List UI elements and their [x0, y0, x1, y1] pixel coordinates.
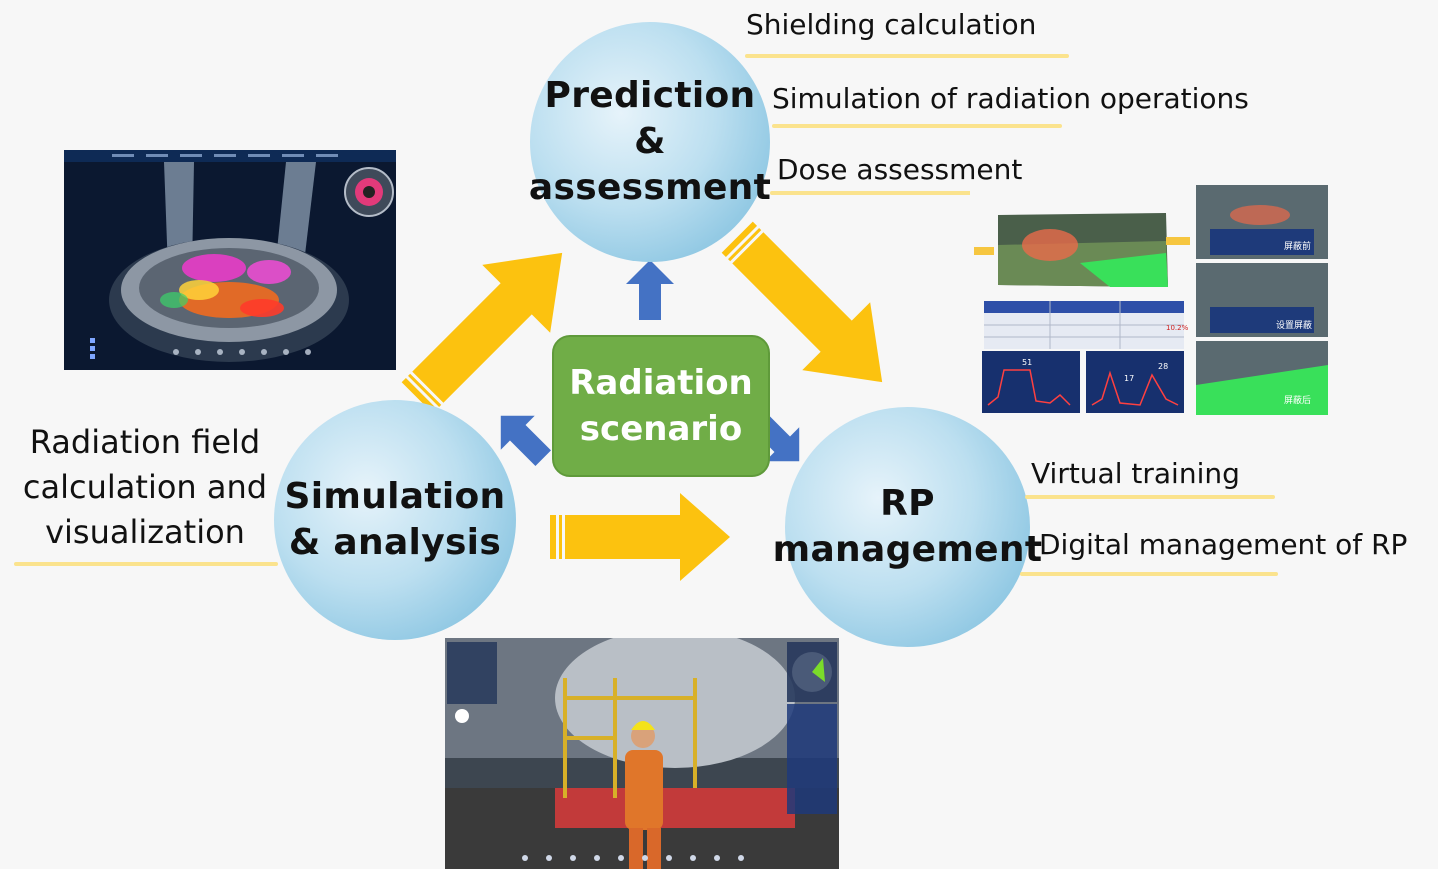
chart-value-3: 28 — [1158, 362, 1168, 371]
blue-arrow-up — [626, 260, 674, 320]
underline-simulation-ops — [772, 124, 1062, 128]
label-simulation-radiation-ops: Simulation of radiation operations — [772, 82, 1249, 115]
simulation-title: Simulation & analysis — [284, 476, 506, 563]
simulation-analysis-node: Simulation & analysis — [274, 400, 516, 640]
rp-management-node: RP management — [773, 407, 1042, 647]
arrow-sim-to-mgmt — [550, 493, 730, 581]
reactor-3d-screenshot — [64, 150, 396, 370]
label-digital-management: Digital management of RP — [1039, 528, 1408, 561]
underline-virtual-training — [1025, 495, 1275, 499]
label-dose-assessment: Dose assessment — [777, 153, 1023, 186]
radiation-scenario-box: Radiation scenario — [552, 335, 770, 477]
prediction-assessment-node: Prediction & assessment — [528, 22, 772, 262]
arrow-pred-to-mgmt — [721, 221, 883, 383]
label-after-shielding: 屏蔽后 — [1284, 394, 1311, 406]
prediction-title: Prediction & assessment — [528, 75, 772, 208]
management-title: RP management — [772, 483, 1043, 570]
reduction-label: 10.2% — [1166, 324, 1189, 332]
underline-dose — [770, 191, 1058, 195]
virtual-worker-screenshot — [445, 638, 839, 869]
shielding-comparison-graphic: 10.2% 51 17 28 屏蔽前 设置屏蔽 屏蔽后 — [974, 185, 1328, 415]
shielding-comparison-screenshot: 10.2% 51 17 28 屏蔽前 设置屏蔽 屏蔽后 — [970, 185, 1330, 417]
underline-radiation-field — [14, 562, 278, 566]
label-shielding-calculation: Shielding calculation — [746, 8, 1037, 41]
underline-shielding — [745, 54, 1069, 58]
blue-arrow-left — [500, 415, 551, 466]
radiation-scenario-title: Radiation scenario — [569, 363, 753, 449]
chart-value-1: 51 — [1022, 358, 1032, 367]
label-set-shielding: 设置屏蔽 — [1276, 319, 1312, 331]
underline-digital-management — [1020, 572, 1278, 576]
label-before-shielding: 屏蔽前 — [1284, 240, 1311, 252]
virtual-worker-icon — [445, 638, 839, 869]
chart-value-2: 17 — [1124, 374, 1134, 383]
label-virtual-training: Virtual training — [1031, 457, 1240, 490]
reactor-3d-icon — [64, 150, 396, 362]
label-radiation-field: Radiation field calculation and visualiz… — [22, 423, 268, 551]
